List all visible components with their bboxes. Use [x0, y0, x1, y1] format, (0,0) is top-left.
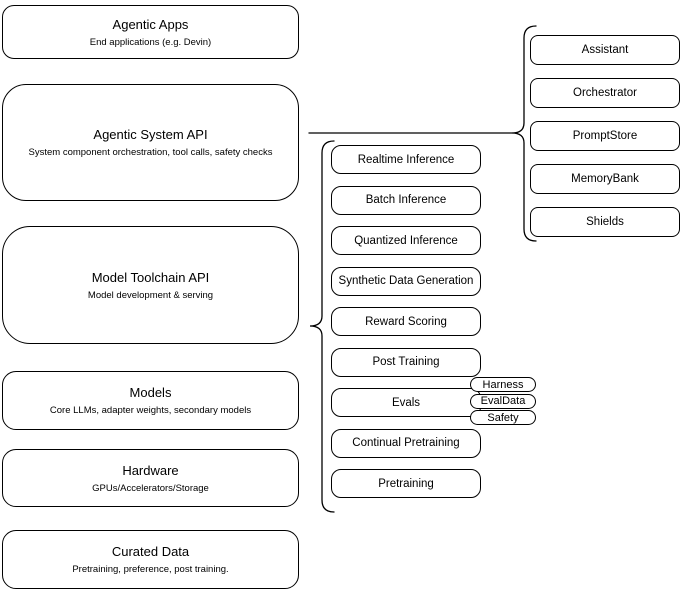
box-agentic-apps: Agentic Apps End applications (e.g. Devi… — [2, 5, 299, 59]
box-title: Models — [129, 385, 172, 400]
toolchain-services-column: Realtime Inference Batch Inference Quant… — [331, 145, 481, 498]
box-subtitle: Pretraining, preference, post training. — [72, 564, 229, 575]
component-assistant: Assistant — [530, 35, 680, 65]
component-orchestrator: Orchestrator — [530, 78, 680, 108]
box-title: Curated Data — [111, 544, 190, 559]
box-title: Hardware — [122, 462, 179, 478]
service-reward-scoring: Reward Scoring — [331, 307, 481, 336]
service-quantized-inference: Quantized Inference — [331, 226, 481, 255]
box-subtitle: Model development & serving — [87, 289, 214, 301]
system-components-column: Assistant Orchestrator PromptStore Memor… — [530, 35, 680, 237]
box-subtitle: GPUs/Accelerators/Storage — [92, 482, 209, 494]
box-models: Models Core LLMs, adapter weights, secon… — [2, 371, 299, 430]
service-continual-pretraining: Continual Pretraining — [331, 428, 481, 458]
component-shields: Shields — [530, 207, 680, 237]
evals-tag-harness: Harness — [470, 377, 536, 392]
evals-tag-evaldata: EvalData — [470, 393, 536, 409]
service-post-training: Post Training — [331, 347, 481, 377]
service-realtime-inference: Realtime Inference — [331, 145, 481, 174]
component-promptstore: PromptStore — [530, 121, 680, 151]
service-evals: Evals — [331, 388, 481, 417]
box-subtitle: System component orchestration, tool cal… — [28, 147, 273, 158]
toolchain-brace — [309, 140, 335, 513]
evals-tag-safety: Safety — [470, 410, 536, 425]
box-subtitle: Core LLMs, adapter weights, secondary mo… — [49, 405, 252, 416]
box-title: Agentic Apps — [112, 16, 189, 32]
component-memorybank: MemoryBank — [530, 164, 680, 194]
box-hardware: Hardware GPUs/Accelerators/Storage — [2, 449, 299, 507]
service-pretraining: Pretraining — [331, 469, 481, 498]
box-title: Agentic System API — [93, 127, 208, 142]
service-batch-inference: Batch Inference — [331, 185, 481, 215]
box-subtitle: End applications (e.g. Devin) — [89, 36, 212, 48]
box-title: Model Toolchain API — [91, 269, 210, 285]
box-model-toolchain-api: Model Toolchain API Model development & … — [2, 226, 299, 344]
service-synthetic-data-generation: Synthetic Data Generation — [331, 266, 481, 296]
box-curated-data: Curated Data Pretraining, preference, po… — [2, 530, 299, 589]
box-agentic-system-api: Agentic System API System component orch… — [2, 84, 299, 201]
